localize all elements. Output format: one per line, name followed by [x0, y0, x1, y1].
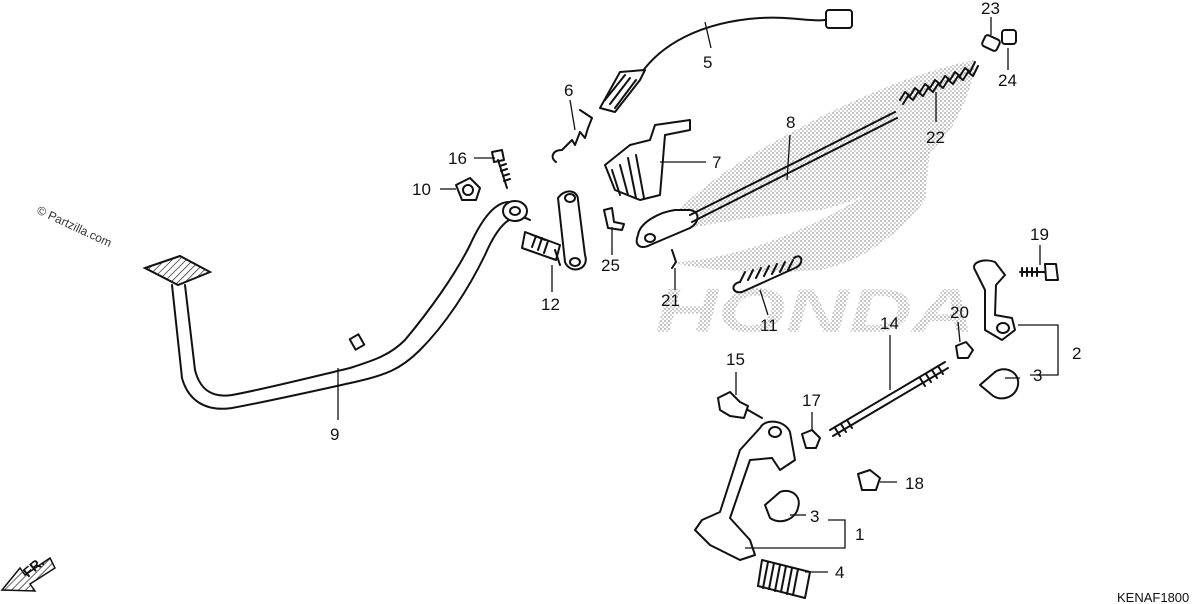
callout-1: 1: [855, 525, 864, 544]
part-17-nut: [801, 429, 821, 449]
callout-14: 14: [880, 314, 899, 333]
diagram-code: KENAF1800: [1117, 590, 1189, 604]
part-21-pin: [671, 249, 677, 269]
callout-2: 2: [1072, 344, 1081, 363]
callout-3-lower: 3: [810, 507, 819, 526]
callout-4: 4: [835, 563, 844, 582]
part-3-ball-joint-upper: [979, 368, 1020, 400]
callout-8: 8: [786, 113, 795, 132]
callout-17: 17: [802, 391, 821, 410]
part-1-shift-lever: [694, 420, 796, 561]
callout-16: 16: [448, 149, 467, 168]
callout-24: 24: [998, 71, 1017, 90]
part-12-pivot-shaft: [521, 231, 561, 266]
part-11-spring: [732, 255, 803, 294]
part-15-bolt: [717, 391, 763, 419]
part-6-spring: [551, 109, 593, 163]
part-14-tie-rod: [829, 361, 949, 437]
callout-9: 9: [330, 425, 339, 444]
brake-arm: [557, 190, 587, 271]
part-25-clip: [603, 207, 625, 231]
callout-12: 12: [541, 295, 560, 314]
callout-3-upper: 3: [1033, 366, 1042, 385]
part-20-nut: [955, 341, 974, 359]
part-3-ball-joint-lower: [764, 489, 800, 523]
honda-text-watermark: HONDA: [655, 277, 975, 346]
part-19-bolt: [1019, 263, 1059, 281]
part-8-rod: [635, 111, 898, 248]
partzilla-watermark: © Partzilla.com: [35, 203, 114, 250]
part-24-nut: [1001, 29, 1017, 45]
callout-23: 23: [981, 0, 1000, 18]
part-7-plate: [604, 119, 691, 201]
honda-wing-watermark: HONDA: [655, 60, 975, 346]
callout-7: 7: [712, 153, 721, 172]
callout-18: 18: [905, 474, 924, 493]
callout-15: 15: [726, 350, 745, 369]
part-9-brake-pedal: [142, 200, 531, 410]
part-10-nut: [455, 177, 481, 201]
callout-5: 5: [703, 53, 712, 72]
part-22-spring: [899, 61, 979, 105]
part-16-bolt: [491, 149, 511, 189]
part-5-stop-switch: [599, 9, 853, 113]
callouts: 5 6 7 8 22 23 24 16 10 25 12 21 11 19 14…: [330, 0, 1081, 582]
callout-6: 6: [564, 81, 573, 100]
callout-10: 10: [412, 180, 431, 199]
part-4-rubber: [757, 559, 811, 599]
part-2-shift-arm: [973, 259, 1016, 341]
callout-22: 22: [926, 128, 945, 147]
front-direction-arrow: FR.: [0, 554, 56, 592]
callout-19: 19: [1030, 225, 1049, 244]
part-23-joint: [981, 34, 1001, 52]
leader-lines: [337, 17, 1059, 573]
callout-25: 25: [601, 256, 620, 275]
part-18-nut: [857, 469, 881, 491]
callout-11: 11: [760, 316, 778, 335]
callout-20: 20: [950, 303, 969, 322]
callout-21: 21: [661, 291, 680, 310]
